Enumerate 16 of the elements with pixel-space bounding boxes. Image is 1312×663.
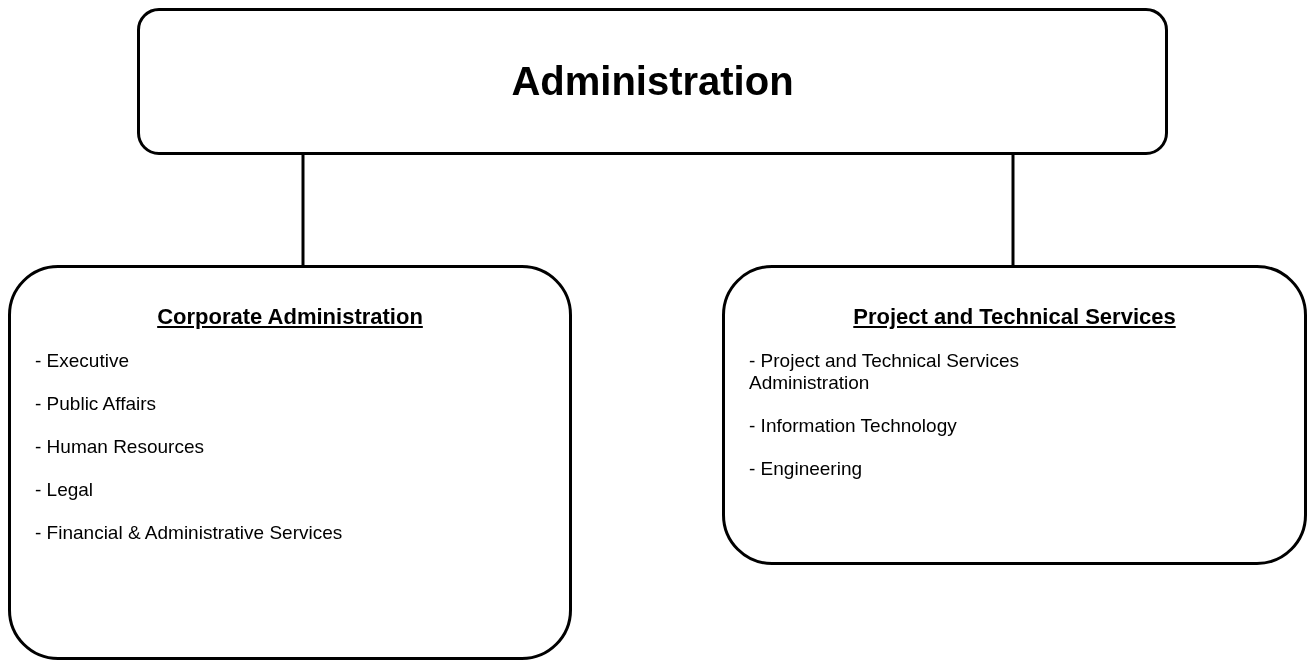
title-box — [137, 8, 1168, 155]
list-item: - Legal — [35, 479, 95, 501]
list-item: - Executive — [35, 350, 130, 372]
box-heading: Project and Technical Services — [852, 304, 1177, 330]
department-box — [8, 265, 572, 660]
list-item: - Project and Technical Services Administration — [749, 350, 1020, 394]
department-box — [722, 265, 1307, 565]
list-item: - Public Affairs — [35, 393, 158, 415]
list-item: - Financial & Administrative Services — [35, 522, 344, 544]
connector-line — [1011, 155, 1015, 265]
box-heading: Corporate Administration — [156, 304, 424, 330]
box-title: Administration — [511, 59, 794, 104]
list-item: - Engineering — [749, 458, 864, 480]
list-item: - Information Technology — [749, 415, 958, 437]
connector-line — [301, 155, 305, 265]
list-item: - Human Resources — [35, 436, 205, 458]
